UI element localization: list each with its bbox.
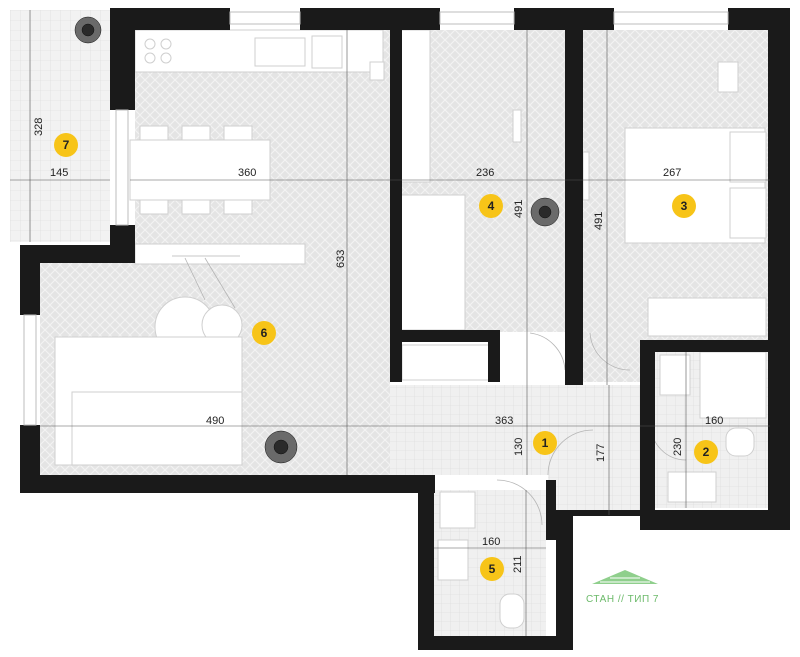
- dim-wc-height: 211: [512, 555, 524, 573]
- door-swing: [529, 332, 566, 371]
- windows: [23, 11, 729, 426]
- walls: [20, 8, 790, 650]
- door-swing: [496, 479, 543, 526]
- chair-icon: [139, 125, 169, 141]
- fridge: [369, 61, 385, 81]
- room-badge-7: 7: [54, 133, 78, 157]
- room-badge-3: 3: [672, 194, 696, 218]
- wardrobe: [399, 29, 431, 183]
- room-badge-2: 2: [694, 440, 718, 464]
- dimension-labels: 328 145 360 236 491 267 491 633 490 363 …: [33, 118, 723, 573]
- plant-icon: [74, 16, 102, 44]
- door-swing: [589, 332, 631, 371]
- hall-floor: [390, 385, 650, 475]
- room-number: 3: [681, 199, 688, 213]
- tv-shelf: [582, 151, 590, 201]
- room-badge-5: 5: [480, 557, 504, 581]
- room-number: 1: [542, 436, 549, 450]
- window: [613, 11, 729, 25]
- room-number: 7: [63, 138, 70, 152]
- dim-room4-width: 236: [476, 167, 494, 179]
- dim-hall-height: 130: [513, 438, 525, 456]
- room-number: 2: [703, 445, 710, 459]
- chair-icon: [181, 199, 211, 215]
- dim-bath-width: 160: [705, 415, 723, 427]
- room-badge-4: 4: [479, 194, 503, 218]
- window: [115, 109, 129, 226]
- room-badge-1: 1: [533, 431, 557, 455]
- dim-room4-height: 491: [513, 200, 525, 218]
- washbasin: [667, 471, 717, 503]
- shelf: [512, 109, 522, 143]
- plan-caption: СТАН // ТИП 7: [586, 570, 659, 605]
- hob-burner-icon: [160, 38, 172, 50]
- window: [23, 314, 37, 426]
- room-number: 4: [488, 199, 495, 213]
- dim-balcony-height: 328: [33, 118, 45, 136]
- plan-lines: [172, 255, 687, 526]
- dishwasher: [311, 35, 343, 69]
- wardrobe: [647, 297, 767, 337]
- dim-kitchen-width: 360: [238, 167, 256, 179]
- dim-hall-width: 363: [495, 415, 513, 427]
- shower-tray: [699, 351, 767, 419]
- room-number: 6: [261, 326, 268, 340]
- nightstand: [717, 61, 739, 93]
- hob-burner-icon: [144, 52, 156, 64]
- washing-machine: [439, 491, 476, 529]
- plan-type-label: СТАН // ТИП 7: [586, 594, 659, 605]
- toilet: [499, 593, 525, 629]
- room-badge-6: 6: [252, 321, 276, 345]
- chair-icon: [223, 125, 253, 141]
- desk: [399, 194, 466, 331]
- plant-icon: [264, 430, 298, 464]
- dim-corridor-height: 177: [595, 444, 607, 462]
- dim-balcony-width: 145: [50, 167, 68, 179]
- plant-icon: [530, 197, 560, 227]
- window: [229, 11, 301, 25]
- chair-icon: [223, 199, 253, 215]
- dim-room3-width: 267: [663, 167, 681, 179]
- dim-room3-height: 491: [593, 212, 605, 230]
- chair-icon: [139, 199, 169, 215]
- furniture: [54, 29, 767, 629]
- kitchen-sink: [254, 37, 306, 67]
- chair-icon: [181, 125, 211, 141]
- roof-icon: [592, 570, 658, 584]
- dim-wc-width: 160: [482, 536, 500, 548]
- tv-console: [134, 243, 306, 265]
- dim-living-height: 633: [335, 250, 347, 268]
- dimension-lines: [10, 10, 770, 636]
- dim-living-width: 490: [206, 415, 224, 427]
- pillow-icon: [729, 187, 767, 239]
- window: [439, 11, 515, 25]
- toilet: [725, 427, 755, 457]
- balcony-floor: [10, 10, 110, 242]
- sofa-seat: [71, 391, 243, 466]
- dining-table: [129, 139, 271, 201]
- dim-bath-height: 230: [672, 438, 684, 456]
- corridor-floor: [548, 475, 648, 515]
- washing-machine: [659, 354, 691, 396]
- hob-burner-icon: [144, 38, 156, 50]
- hob-burner-icon: [160, 52, 172, 64]
- pillow-icon: [729, 131, 767, 183]
- washbasin: [437, 539, 469, 581]
- door-swing: [547, 429, 594, 476]
- closet: [401, 344, 493, 381]
- room-number: 5: [489, 562, 496, 576]
